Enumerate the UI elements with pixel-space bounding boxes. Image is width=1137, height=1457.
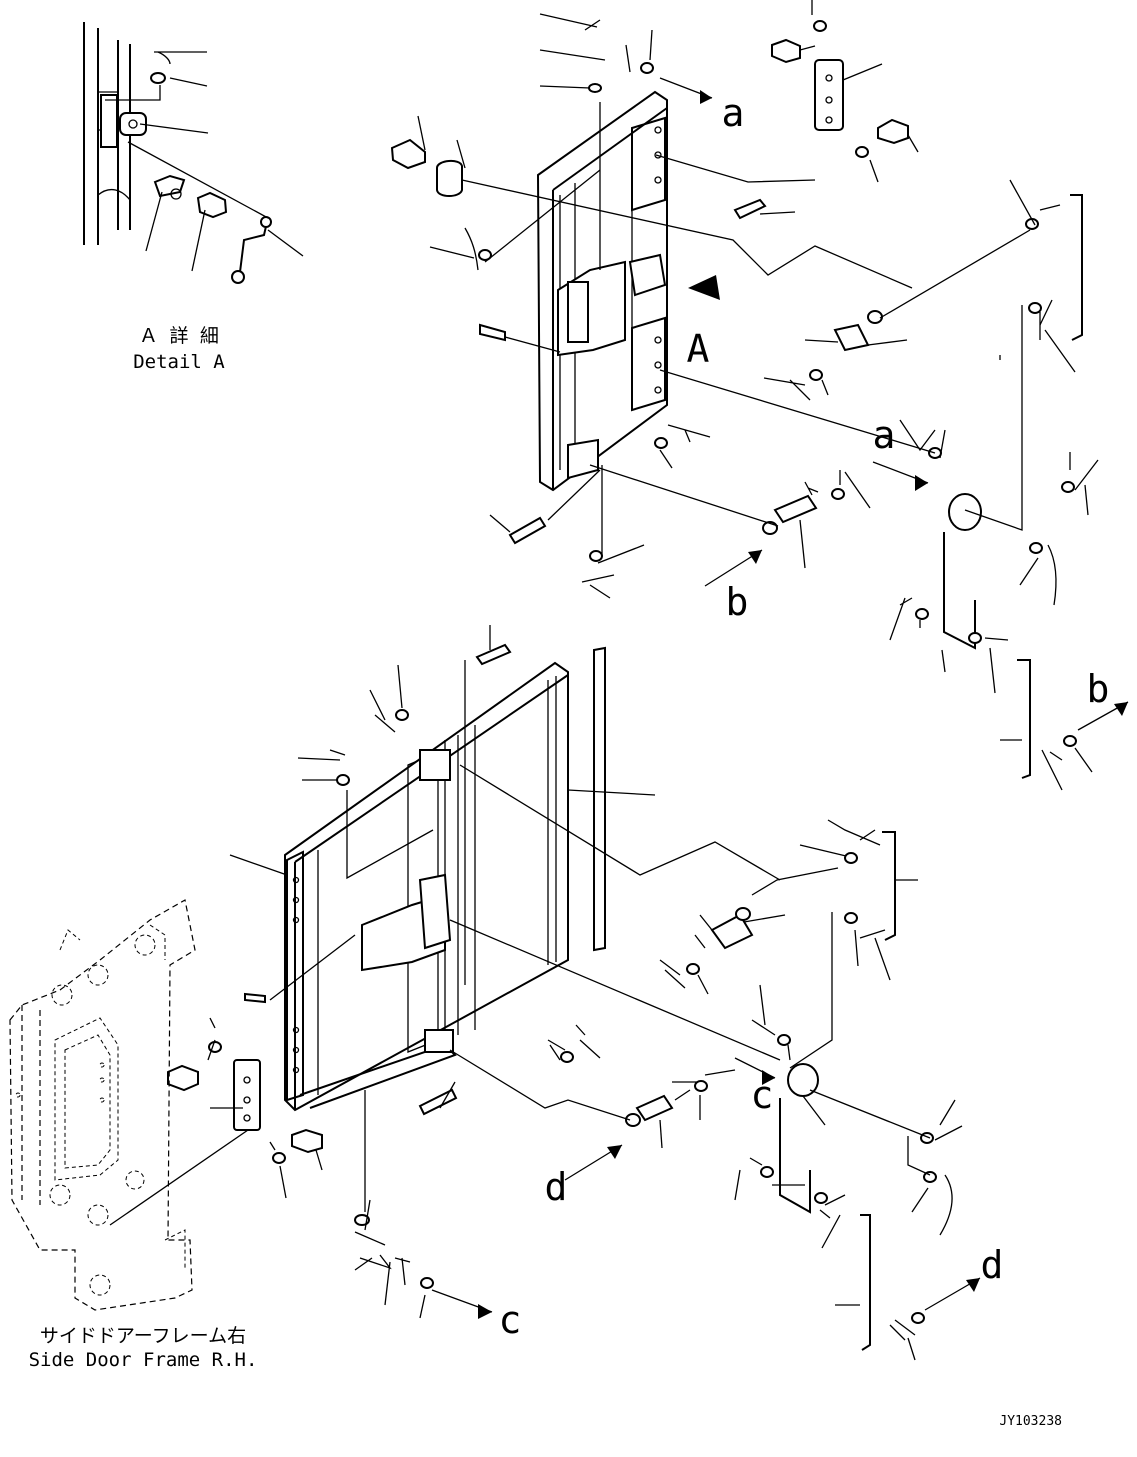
ref-b-upper: b — [726, 580, 749, 624]
detail-a-inset — [83, 22, 304, 284]
detail-a-title-en: Detail A — [133, 351, 225, 373]
detail-a-title-jp: Ａ 詳 細 — [139, 325, 219, 347]
upper-door-assembly — [390, 0, 1099, 791]
ref-b-right: b — [1087, 667, 1110, 711]
frame-label-jp: サイドドアーフレーム右 — [40, 1325, 246, 1347]
lower-arrows — [431, 1057, 981, 1319]
view-marker: A — [687, 327, 710, 371]
ref-a-lower: a — [873, 413, 896, 457]
ref-c-lower: c — [499, 1298, 522, 1342]
ref-a-upper: a — [722, 91, 745, 135]
ref-d-right: d — [981, 1243, 1004, 1287]
drawing-number: JY103238 — [999, 1414, 1062, 1429]
ref-c-upper: c — [751, 1073, 774, 1117]
upper-arrows — [659, 77, 1129, 731]
side-door-frame — [9, 899, 196, 1311]
ref-d-left: d — [545, 1165, 568, 1209]
view-a-arrow-icon — [688, 275, 720, 300]
lower-door-assembly — [109, 625, 963, 1361]
frame-label-en: Side Door Frame R.H. — [29, 1349, 258, 1371]
